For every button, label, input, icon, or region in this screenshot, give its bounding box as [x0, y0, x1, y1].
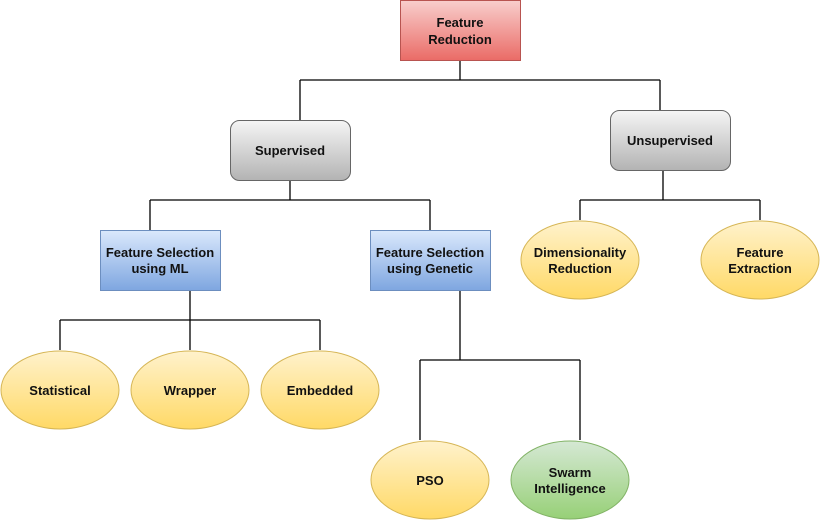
- node-label: Unsupervised: [627, 133, 713, 148]
- node-feature-extraction[interactable]: Feature Extraction: [700, 220, 820, 300]
- node-supervised[interactable]: Supervised: [230, 120, 351, 181]
- node-feature-selection-genetic[interactable]: Feature Selection using Genetic: [370, 230, 491, 291]
- node-label: Reduction: [428, 32, 492, 47]
- node-label: Extraction: [728, 261, 792, 276]
- node-label: Intelligence: [534, 481, 606, 496]
- node-label: PSO: [416, 473, 443, 488]
- node-label: Embedded: [287, 383, 354, 398]
- node-label: using ML: [131, 261, 188, 276]
- node-statistical[interactable]: Statistical: [0, 350, 120, 430]
- node-unsupervised[interactable]: Unsupervised: [610, 110, 731, 171]
- node-swarm-intelligence[interactable]: Swarm Intelligence: [510, 440, 630, 520]
- node-label: Swarm: [549, 465, 592, 480]
- node-pso[interactable]: PSO: [370, 440, 490, 520]
- node-label: Supervised: [255, 143, 325, 158]
- node-wrapper[interactable]: Wrapper: [130, 350, 250, 430]
- node-label: Feature: [737, 245, 784, 260]
- node-feature-reduction[interactable]: Feature Reduction: [400, 0, 521, 61]
- node-dimensionality-reduction[interactable]: Dimensionality Reduction: [520, 220, 640, 300]
- node-label: Feature Selection: [106, 245, 214, 260]
- node-feature-selection-ml[interactable]: Feature Selection using ML: [100, 230, 221, 291]
- connectors: [59, 60, 761, 440]
- node-embedded[interactable]: Embedded: [260, 350, 380, 430]
- node-label: Dimensionality: [534, 245, 627, 260]
- node-label: using Genetic: [387, 261, 473, 276]
- node-label: Reduction: [548, 261, 612, 276]
- node-label: Wrapper: [164, 383, 217, 398]
- node-label: Feature Selection: [376, 245, 484, 260]
- node-label: Statistical: [29, 383, 90, 398]
- node-label: Feature: [437, 15, 484, 30]
